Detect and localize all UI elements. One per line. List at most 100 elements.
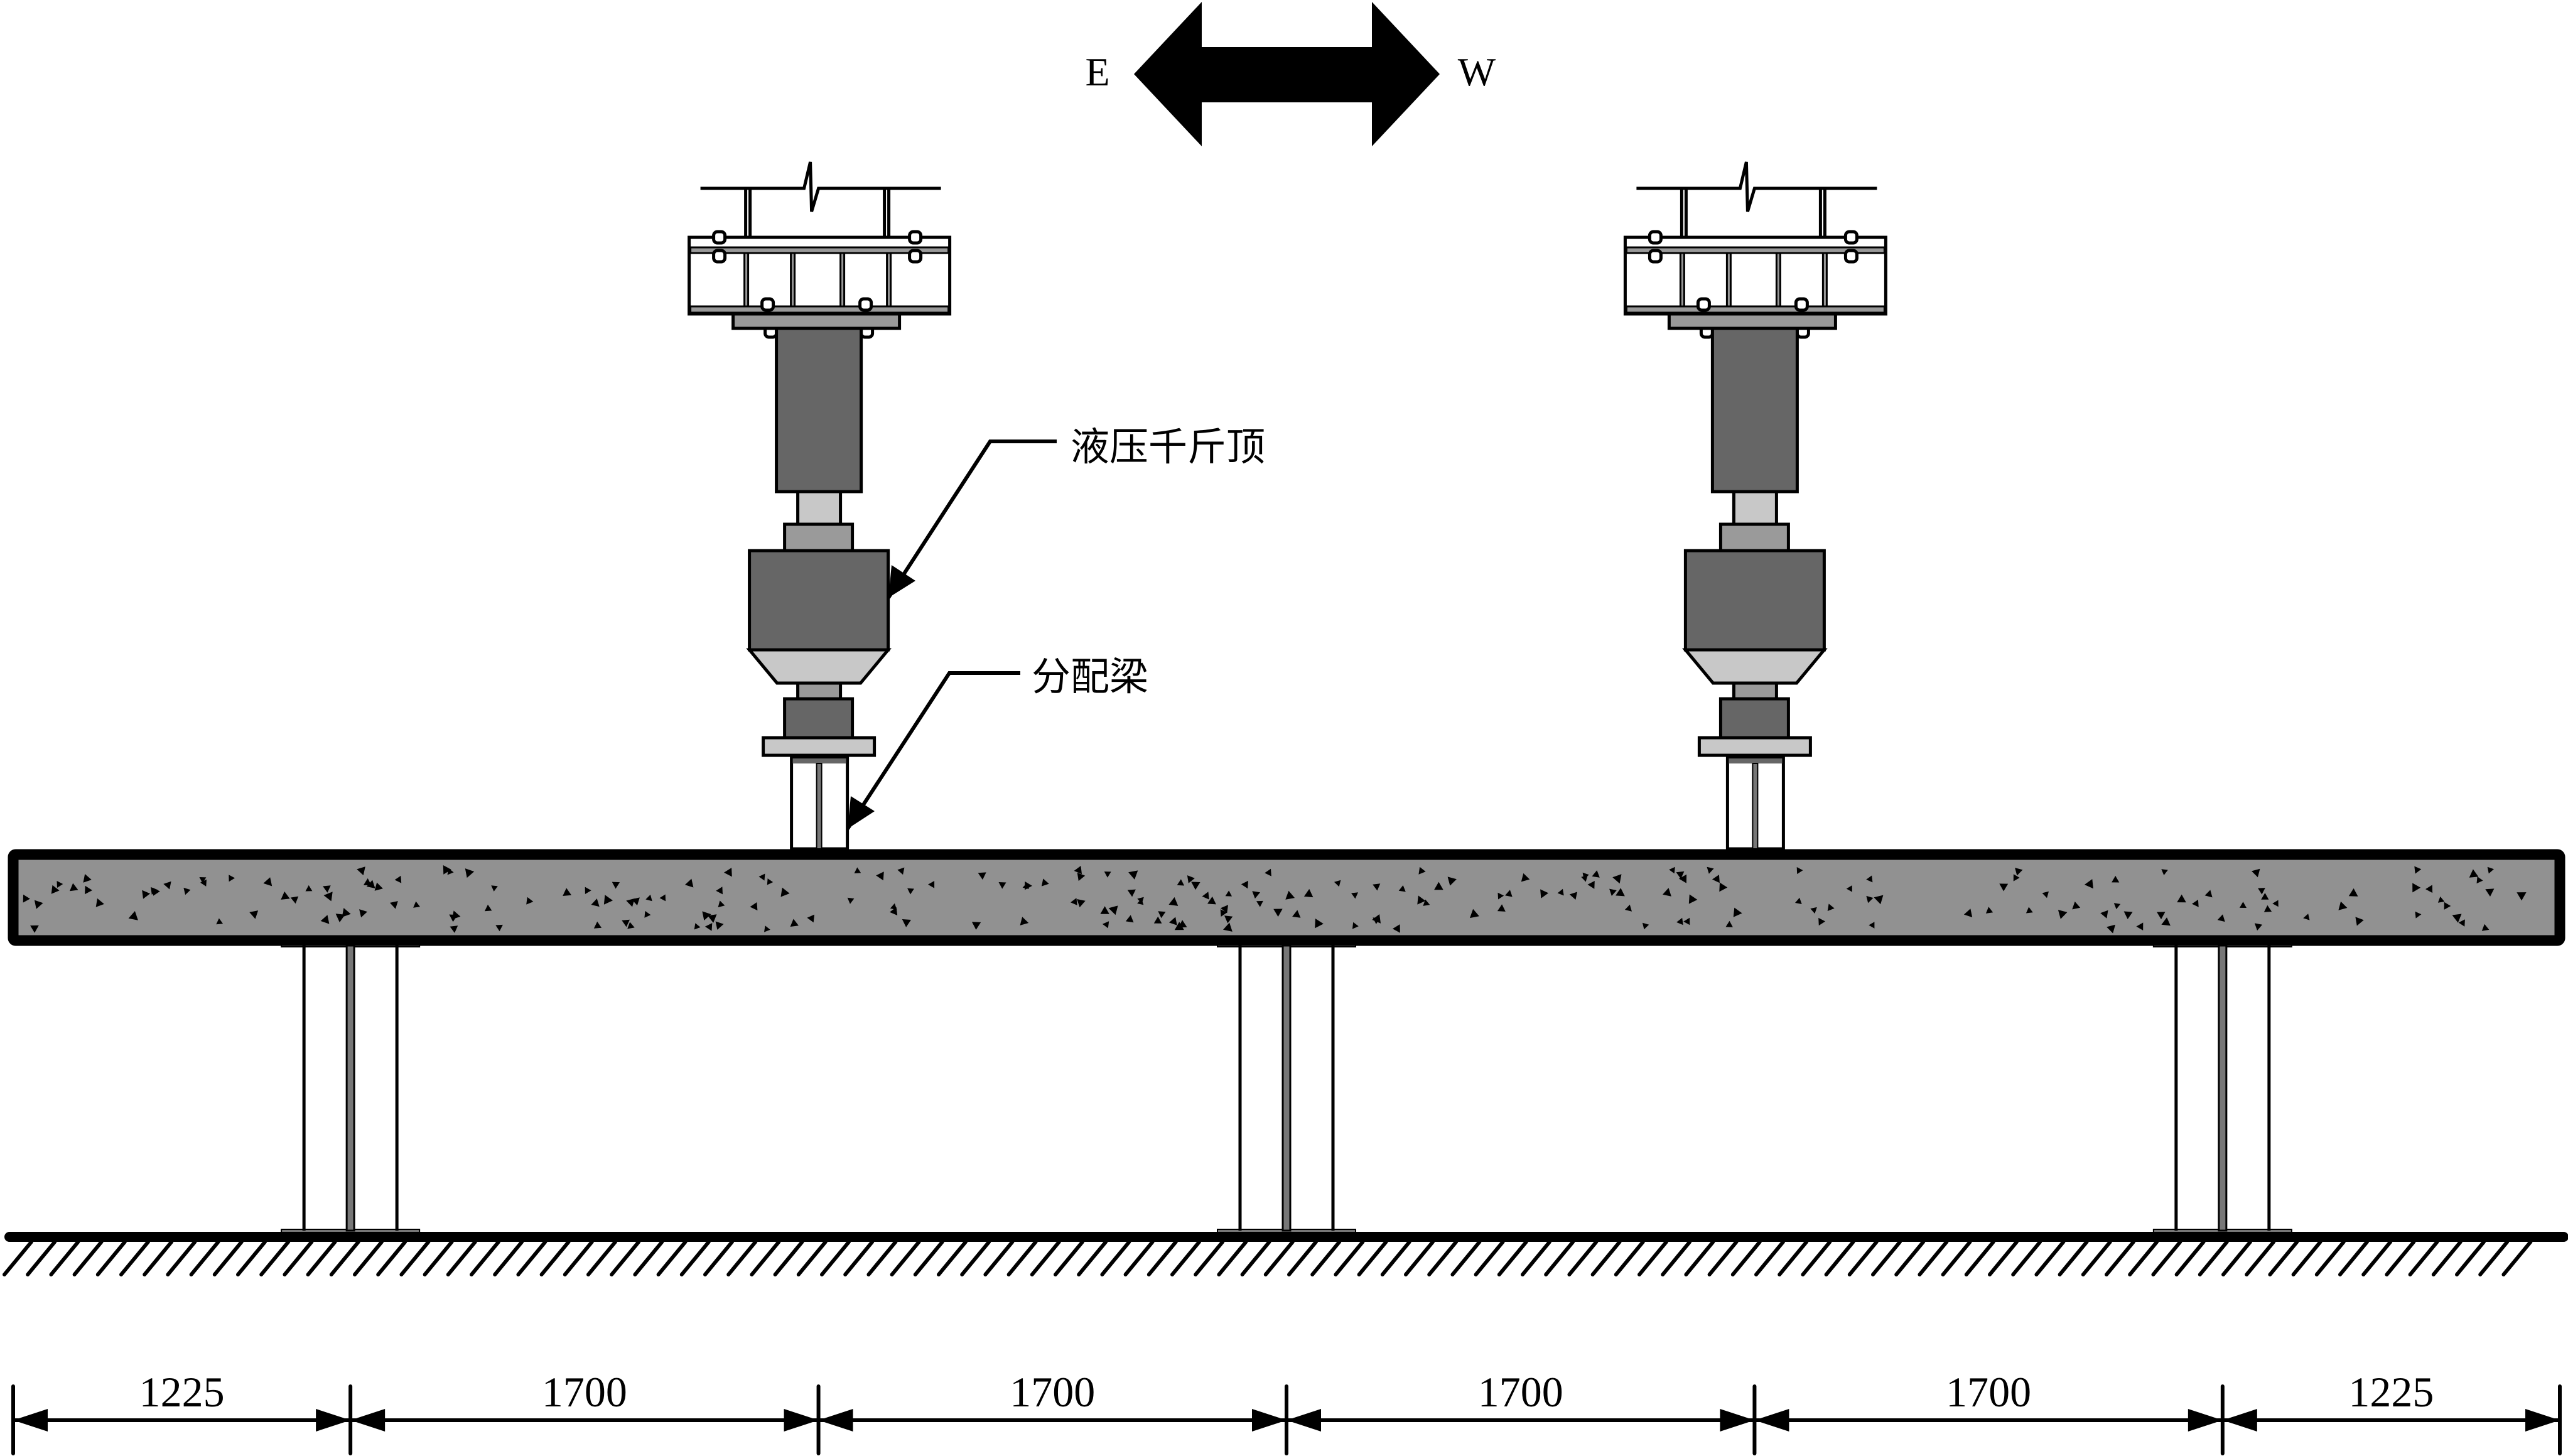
ground-hatch — [563, 1240, 594, 1276]
slab-aggregate — [2458, 919, 2465, 927]
ground-hatch — [2338, 1240, 2369, 1276]
slab-aggregate — [1866, 895, 1874, 903]
slab-aggregate — [1616, 888, 1625, 897]
slab-aggregate — [2258, 888, 2265, 895]
mounting-beam-top-flange — [1625, 246, 1886, 254]
slab-aggregate — [1810, 907, 1817, 914]
ground-hatch — [983, 1240, 1015, 1276]
slab-aggregate — [1719, 882, 1728, 892]
slab-aggregate — [2485, 888, 2495, 897]
slab-aggregate — [780, 887, 790, 897]
bolt-icon — [1648, 230, 1663, 245]
dimension-label: 1700 — [1478, 1368, 1563, 1416]
ground-hatch — [1474, 1240, 1505, 1276]
jack-collar — [1718, 522, 1790, 553]
slab-aggregate — [1733, 907, 1742, 917]
ground-hatch — [1567, 1240, 1599, 1276]
slab-aggregate — [142, 890, 151, 899]
adapter-plate — [1667, 312, 1837, 330]
ground-hatch — [1450, 1240, 1482, 1276]
direction-indicator — [1134, 2, 1440, 146]
hydraulic-jack-assembly — [1623, 161, 1887, 851]
slab-aggregate — [1818, 917, 1826, 926]
load-cell — [748, 549, 890, 652]
ground-hatch — [2501, 1240, 2533, 1276]
slab-aggregate — [847, 897, 855, 904]
slab-aggregate — [1303, 888, 1314, 898]
distribution-beam-flange — [1729, 758, 1783, 763]
slab-aggregate — [1569, 892, 1577, 900]
slab-aggregate — [2487, 866, 2494, 874]
distribution-beam-flange — [792, 758, 846, 763]
ground-hatch — [2385, 1240, 2416, 1276]
slab-aggregate — [563, 888, 572, 896]
slab-aggregate — [1220, 905, 1228, 914]
bolt-icon — [1648, 249, 1663, 264]
ground-hatch — [2011, 1240, 2042, 1276]
ground-hatch — [2455, 1240, 2486, 1276]
ground-hatch — [49, 1240, 80, 1276]
slab-aggregate — [85, 885, 92, 895]
ground-hatch — [1123, 1240, 1155, 1276]
slab-aggregate — [1074, 866, 1082, 875]
slab-aggregate — [2355, 917, 2364, 926]
double-headed-arrow-icon — [1134, 2, 1440, 146]
slab-aggregate — [1153, 916, 1162, 924]
swivel-neck — [796, 681, 843, 701]
slab-aggregate — [2192, 899, 2199, 907]
slab-aggregate — [684, 878, 694, 888]
bearing-plate — [762, 736, 877, 757]
ground-hatch — [2291, 1240, 2323, 1276]
slab-aggregate — [263, 877, 272, 887]
ground-hatch — [539, 1240, 571, 1276]
slab-aggregate — [216, 918, 224, 925]
ground-hatch — [2245, 1240, 2276, 1276]
ground-hatch — [1287, 1240, 1318, 1276]
slab-aggregate — [2123, 911, 2133, 919]
slab-aggregate — [1874, 895, 1884, 905]
slab-aggregate — [907, 888, 914, 895]
slab-aggregate — [1104, 871, 1111, 878]
slab-aggregate — [1225, 890, 1232, 897]
slab-aggregate — [1869, 922, 1875, 929]
slab-aggregate — [1224, 915, 1233, 924]
ground-hatch — [750, 1240, 781, 1276]
ground-hatch — [1310, 1240, 1342, 1276]
slab-aggregate — [1285, 890, 1295, 900]
slab-aggregate — [876, 871, 884, 881]
ground-hatch — [1077, 1240, 1108, 1276]
reaction-frame-break-line — [700, 161, 941, 212]
slab-aggregate — [2161, 917, 2171, 926]
ground-hatch — [259, 1240, 291, 1276]
ground-hatch — [1521, 1240, 1551, 1276]
slab-aggregate — [2015, 868, 2023, 876]
ground-hatch — [189, 1240, 220, 1276]
slab-aggregate — [1557, 888, 1564, 896]
slab-aggregate — [1223, 922, 1233, 932]
bolt-icon — [908, 249, 923, 264]
actuators — [688, 161, 1887, 851]
ground-hatch — [1194, 1240, 1225, 1276]
frame-angle-left — [689, 188, 748, 239]
slab-aggregate — [2263, 905, 2272, 912]
ground-hatch — [726, 1240, 758, 1276]
ground-hatch — [703, 1240, 734, 1276]
slab-aggregate — [1041, 878, 1049, 887]
slab-aggregate — [1077, 899, 1086, 908]
slab-aggregate — [1497, 892, 1504, 900]
slab-aggregate — [1612, 874, 1622, 884]
slab-aggregate — [2452, 914, 2462, 923]
dimension-arrowhead — [1754, 1409, 1789, 1432]
slab-aggregate — [724, 868, 732, 877]
slab-aggregate — [2204, 890, 2213, 898]
support-web — [2218, 944, 2228, 1232]
slab-aggregate — [1292, 910, 1301, 918]
ground-hatch — [1824, 1240, 1855, 1276]
mounting-beam-stiffener — [1725, 252, 1732, 308]
bolt-icon — [760, 297, 775, 312]
ground-hatch — [2174, 1240, 2206, 1276]
jack-leader-arrowhead — [888, 565, 915, 598]
slab-aggregate — [451, 910, 461, 920]
frame-angle-left — [1625, 188, 1683, 239]
